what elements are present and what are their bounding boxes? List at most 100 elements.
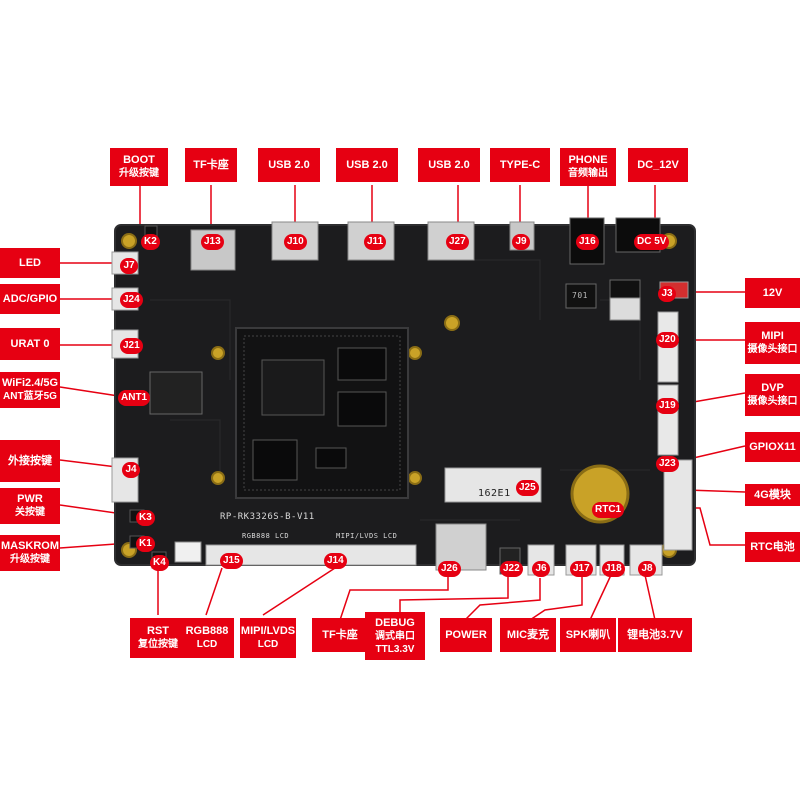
connector-tag-j15: J15 (220, 553, 243, 569)
connector-tag-k2: K2 (141, 234, 160, 250)
label-phone-line1: PHONE (568, 154, 608, 166)
connector-tag-j16: J16 (576, 234, 599, 250)
label-pwr-line1: PWR (17, 493, 43, 505)
connector-tag-j19: J19 (656, 398, 679, 414)
label-rtc-line1: RTC电池 (750, 540, 795, 553)
label-rst: RST 复位按键 (130, 618, 186, 658)
connector-tag-j11: J11 (364, 234, 387, 250)
label-maskrom: MASKROM 升级按键 (0, 535, 60, 571)
silk-board-name: RP-RK3326S-B-V11 (220, 512, 315, 522)
connector-tag-j4: J4 (122, 462, 140, 478)
label-tf-bot-line1: TF卡座 (322, 628, 358, 641)
connector-tag-j27: J27 (446, 234, 469, 250)
label-dvp: DVP 摄像头接口 (745, 374, 800, 416)
label-adc: ADC/GPIO (0, 284, 60, 314)
silk-module-code: 162E1 (478, 488, 511, 499)
connector-tag-j18: J18 (602, 561, 625, 577)
label-pwr: PWR 关按键 (0, 488, 60, 524)
label-phone: PHONE 音频输出 (560, 148, 616, 186)
label-r12v-line1: 12V (762, 286, 783, 299)
label-dvp-line1: DVP (761, 382, 784, 394)
label-maskrom-line2: 升级按键 (10, 554, 50, 565)
connector-tag-k1: K1 (136, 536, 155, 552)
label-adc-line1: ADC/GPIO (2, 292, 58, 305)
label-mipilvds-line1: MIPI/LVDS (240, 625, 296, 637)
connector-tag-j10: J10 (284, 234, 307, 250)
label-mipilvds-line2: LCD (257, 639, 279, 650)
label-mic: MIC麦克 (500, 618, 556, 652)
label-batt-line1: 锂电池3.7V (627, 628, 683, 641)
connector-tag-j26: J26 (438, 561, 461, 577)
connector-tag-j13: J13 (201, 234, 224, 250)
label-mipi-line2: 摄像头接口 (747, 344, 798, 355)
label-tf-bot: TF卡座 (312, 618, 368, 652)
label-extkey-line1: 外接按键 (8, 454, 52, 467)
label-usb3-line1: USB 2.0 (428, 158, 470, 171)
label-wifi-line2: ANT蓝牙5G (3, 391, 57, 402)
connector-tag-k4: K4 (150, 555, 169, 571)
label-usb2: USB 2.0 (336, 148, 398, 182)
label-mipilvds: MIPI/LVDS LCD (240, 618, 296, 658)
connector-tag-ant1: ANT1 (118, 390, 151, 406)
connector-tag-j24: J24 (120, 292, 143, 308)
label-wifi: WiFi2.4/5G ANT蓝牙5G (0, 372, 60, 408)
label-debug-line2: 调式串口 (375, 630, 415, 642)
label-mic-line1: MIC麦克 (506, 628, 550, 641)
label-gpiox-line1: GPIOX11 (749, 440, 796, 453)
label-spk: SPK喇叭 (560, 618, 616, 652)
label-wifi-line1: WiFi2.4/5G (1, 377, 59, 389)
label-rgb-line1: RGB888 (185, 625, 229, 637)
label-r12v: 12V (745, 278, 800, 308)
label-rtc: RTC电池 (745, 532, 800, 562)
label-dc12v-line1: DC_12V (637, 158, 679, 171)
connector-tag-j20: J20 (656, 332, 679, 348)
connector-tag-j6: J6 (532, 561, 550, 577)
label-phone-line2: 音频输出 (568, 168, 608, 179)
label-usb3: USB 2.0 (418, 148, 480, 182)
label-urat-line1: URAT 0 (10, 337, 50, 350)
connector-tag-rtc1: RTC1 (592, 502, 625, 518)
label-led-line1: LED (19, 256, 41, 269)
silk-inductor: 701 (572, 291, 588, 300)
label-usb1-line1: USB 2.0 (268, 158, 310, 171)
label-debug-line1: DEBUG (375, 616, 415, 629)
label-pwr-line2: 关按键 (15, 507, 45, 518)
label-urat: URAT 0 (0, 328, 60, 360)
label-batt: 锂电池3.7V (618, 618, 692, 652)
label-gpiox: GPIOX11 (745, 432, 800, 462)
label-dc12v: DC_12V (628, 148, 688, 182)
connector-tag-j14: J14 (324, 553, 347, 569)
label-typec: TYPE-C (490, 148, 550, 182)
silk-rgb-lcd: RGB888 LCD (242, 532, 290, 540)
label-boot: BOOT 升级按键 (110, 148, 168, 186)
connector-tag-j7: J7 (120, 258, 138, 274)
label-rst-line2: 复位按键 (138, 639, 178, 650)
label-led: LED (0, 248, 60, 278)
silk-mipi-lcd: MIPI/LVDS LCD (336, 532, 398, 540)
connector-tag-j8: J8 (638, 561, 656, 577)
label-g4-line1: 4G模块 (754, 488, 791, 501)
label-boot-line1: BOOT (123, 154, 155, 166)
connector-tag-j3: J3 (658, 286, 676, 302)
label-rgb-line2: LCD (196, 639, 218, 650)
connector-tag-j21: J21 (120, 338, 143, 354)
label-spk-line1: SPK喇叭 (565, 628, 611, 641)
label-extkey: 外接按键 (0, 440, 60, 482)
label-g4: 4G模块 (745, 484, 800, 506)
connector-tag-j25: J25 (516, 480, 539, 496)
label-maskrom-line1: MASKROM (0, 540, 60, 552)
label-rst-line1: RST (147, 625, 169, 637)
connector-tag-j23: J23 (656, 456, 679, 472)
connector-tag-j22: J22 (500, 561, 523, 577)
label-typec-line1: TYPE-C (499, 158, 541, 171)
label-dvp-line2: 摄像头接口 (747, 396, 798, 407)
connector-tag-k3: K3 (136, 510, 155, 526)
connector-tag-j17: J17 (570, 561, 593, 577)
label-boot-line2: 升级按键 (119, 168, 159, 179)
label-debug-line3: TTL3.3V (375, 643, 415, 655)
label-tf-top-line1: TF卡座 (193, 158, 229, 171)
label-power-line1: POWER (445, 628, 487, 641)
